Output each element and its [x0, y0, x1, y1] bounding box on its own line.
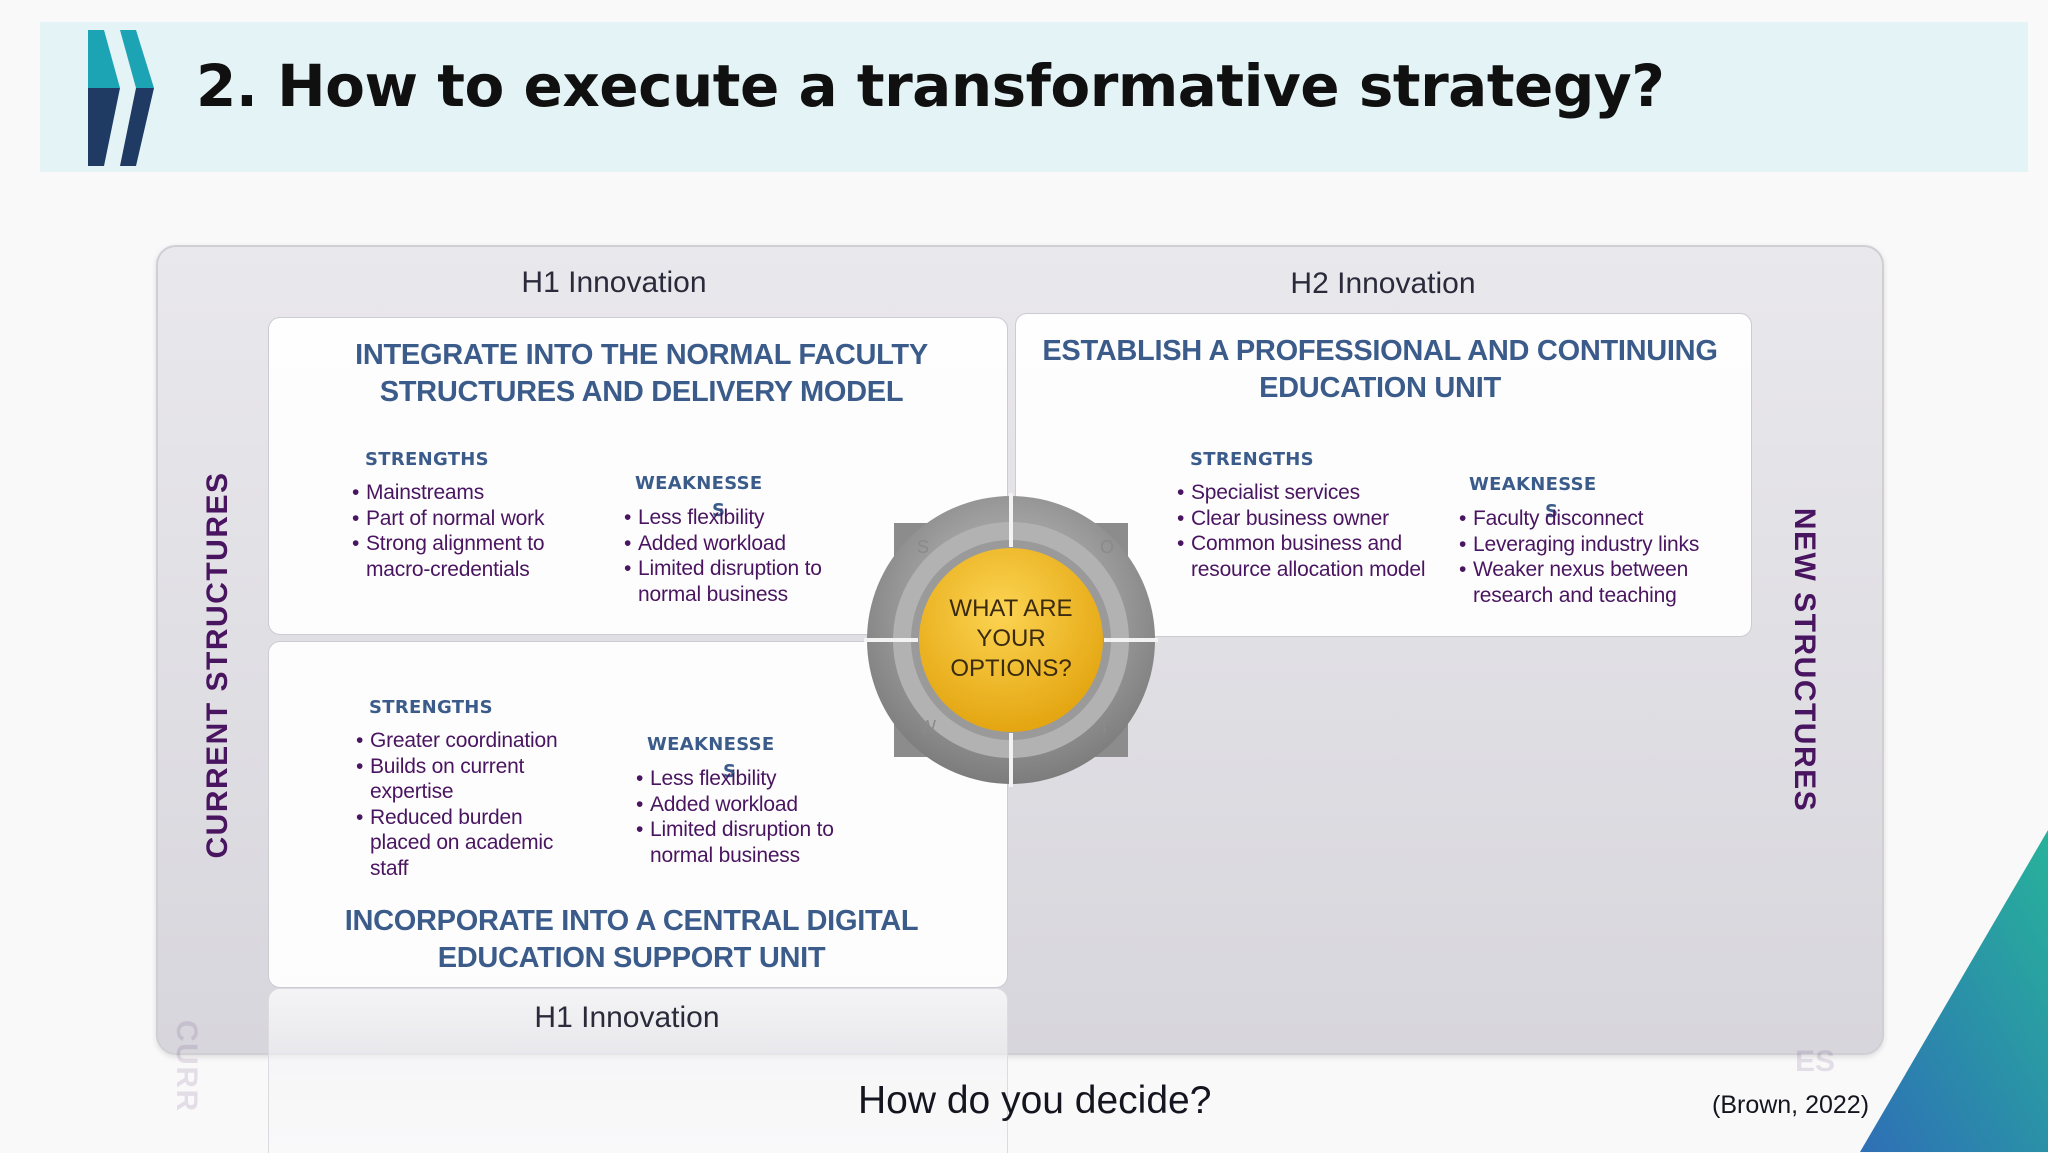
- strengths-heading: STRENGTHS: [365, 449, 489, 470]
- strengths-list: Greater coordination Builds on current e…: [356, 728, 576, 882]
- list-item: Less flexibility: [636, 766, 836, 792]
- slide-title: 2. How to execute a transformative strat…: [196, 52, 1665, 120]
- reflection-left-label: CURR: [170, 1020, 203, 1113]
- quadrant-title-faculty: INTEGRATE INTO THE NORMAL FACULTY STRUCT…: [355, 339, 928, 408]
- list-item: Reduced burden placed on academic staff: [356, 805, 576, 882]
- weaknesses-heading: WEAKNESSE: [635, 473, 763, 494]
- swot-wheel-icon: [864, 493, 1158, 787]
- decision-question: How do you decide?: [858, 1079, 1212, 1122]
- weaknesses-list: Less flexibility Added workload Limited …: [636, 766, 836, 868]
- quadrant-title-central-digital-unit: INCORPORATE INTO A CENTRAL DIGITAL EDUCA…: [344, 905, 919, 974]
- reflection-quadrant: [268, 988, 1008, 1153]
- swot-letter-s: S: [917, 537, 930, 557]
- list-item: Added workload: [636, 792, 836, 818]
- strengths-heading: STRENGTHS: [1190, 449, 1314, 470]
- swot-letter-t: T: [1099, 717, 1110, 737]
- weaknesses-heading: WEAKNESSE: [647, 734, 775, 755]
- reflection-right-label: ES: [1795, 1045, 1836, 1078]
- list-item: Leveraging industry links: [1459, 532, 1749, 558]
- corner-decoration: [1860, 830, 2048, 1152]
- list-item: Mainstreams: [352, 480, 592, 506]
- quadrant-title-continuing-education: ESTABLISH A PROFESSIONAL AND CONTINUING …: [1042, 335, 1718, 404]
- weaknesses-heading: WEAKNESSE: [1469, 474, 1597, 495]
- list-item: Greater coordination: [356, 728, 576, 754]
- new-structures-label: NEW STRUCTURES: [1788, 507, 1821, 813]
- title-banner: [40, 22, 2028, 172]
- list-item: Faculty disconnect: [1459, 506, 1749, 532]
- list-item: Less flexibility: [624, 505, 824, 531]
- strengths-list: Specialist services Clear business owner…: [1177, 480, 1427, 582]
- list-item: Builds on current expertise: [356, 754, 576, 805]
- list-item: Limited disruption to normal business: [624, 556, 824, 607]
- list-item: Specialist services: [1177, 480, 1427, 506]
- swot-letter-o: O: [1100, 537, 1115, 557]
- h2-innovation-label: H2 Innovation: [1290, 267, 1476, 300]
- list-item: Weaker nexus between research and teachi…: [1459, 557, 1749, 608]
- wheel-center-text: WHAT ARE YOUR OPTIONS?: [949, 595, 1073, 682]
- list-item: Added workload: [624, 531, 824, 557]
- list-item: Part of normal work: [352, 506, 592, 532]
- list-item: Clear business owner: [1177, 506, 1427, 532]
- h1-innovation-label: H1 Innovation: [521, 266, 707, 299]
- strengths-heading: STRENGTHS: [369, 697, 493, 718]
- current-structures-label: CURRENT STRUCTURES: [201, 471, 234, 859]
- list-item: Common business and resource allocation …: [1177, 531, 1427, 582]
- weaknesses-list: Less flexibility Added workload Limited …: [624, 505, 824, 607]
- weaknesses-list: Faculty disconnect Leveraging industry l…: [1459, 506, 1749, 608]
- h1-innovation-label-bottom: H1 Innovation: [534, 1001, 720, 1034]
- list-item: Limited disruption to normal business: [636, 817, 836, 868]
- citation: (Brown, 2022): [1712, 1091, 1870, 1119]
- list-item: Strong alignment to macro-credentials: [352, 531, 592, 582]
- oecd-chevron-logo-icon: [88, 30, 154, 166]
- strengths-list: Mainstreams Part of normal work Strong a…: [352, 480, 592, 582]
- swot-letter-w: W: [919, 717, 936, 737]
